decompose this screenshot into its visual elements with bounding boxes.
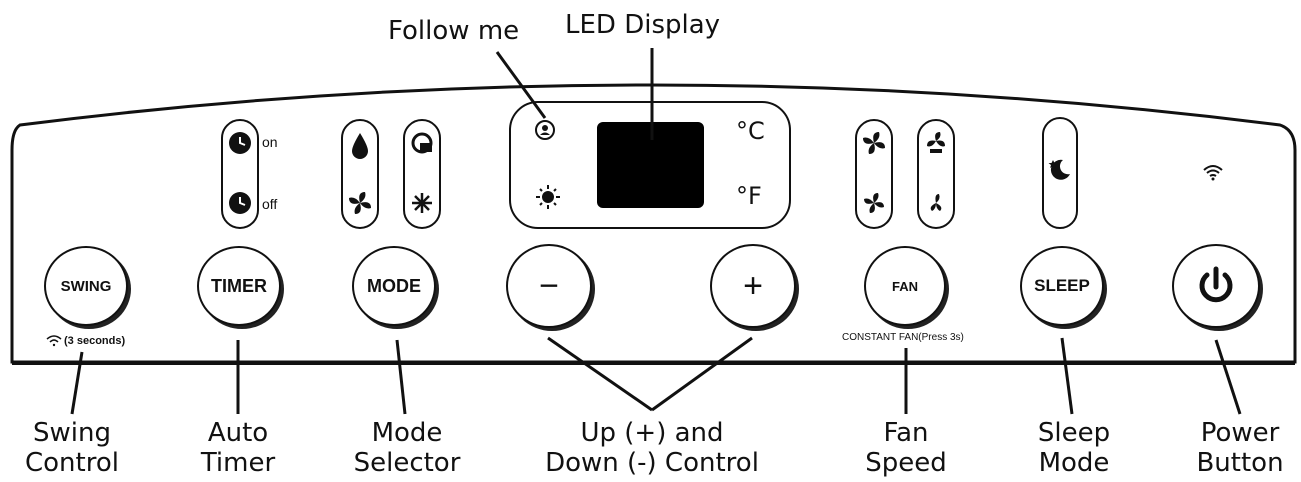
label-follow-me: Follow me [388, 16, 520, 46]
swing-button[interactable]: SWING [44, 246, 128, 326]
sun-icon [536, 185, 560, 209]
wifi-icon [1203, 165, 1223, 181]
timer-button[interactable]: TIMER [197, 246, 281, 326]
leader-swing [70, 351, 84, 415]
water-drop-icon [352, 133, 368, 159]
snowflake-icon [412, 193, 432, 213]
timer-on-label: on [262, 134, 278, 150]
clock-icon [229, 132, 251, 154]
moon-star-icon [1048, 159, 1070, 180]
leader-mode [395, 339, 407, 415]
label-led-display: LED Display [565, 10, 721, 40]
minus-button[interactable]: − [506, 244, 592, 328]
leader-sleep [1060, 337, 1074, 415]
plus-button[interactable]: + [710, 244, 796, 328]
celsius-indicator: °C [736, 117, 765, 145]
power-button[interactable] [1172, 244, 1260, 328]
leader-follow-me [495, 51, 547, 119]
fan-medium-icon [864, 193, 884, 213]
fan-high-icon [863, 132, 885, 154]
leader-updown-right [651, 336, 753, 412]
power-icon [1199, 266, 1233, 303]
fan-indicator-pill-right [917, 119, 955, 229]
fan-note: CONSTANT FAN(Press 3s) [842, 332, 964, 343]
swing-note: (3 seconds) [64, 335, 126, 347]
led-display-screen [597, 122, 704, 208]
fan-button[interactable]: FAN [864, 246, 946, 326]
wifi-small-icon [46, 335, 62, 347]
leader-updown-left [547, 336, 653, 412]
mode-button[interactable]: MODE [352, 246, 436, 326]
clock-icon [229, 192, 251, 214]
sleep-button[interactable]: SLEEP [1020, 246, 1104, 326]
follow-me-icon [535, 120, 555, 140]
fan-auto-icon [927, 132, 945, 153]
fahrenheit-indicator: °F [736, 182, 762, 210]
fan-low-icon [930, 194, 942, 211]
auto-mode-icon [411, 132, 433, 154]
fan-icon [349, 192, 371, 214]
leader-power [1214, 339, 1242, 415]
timer-off-label: off [262, 196, 278, 212]
